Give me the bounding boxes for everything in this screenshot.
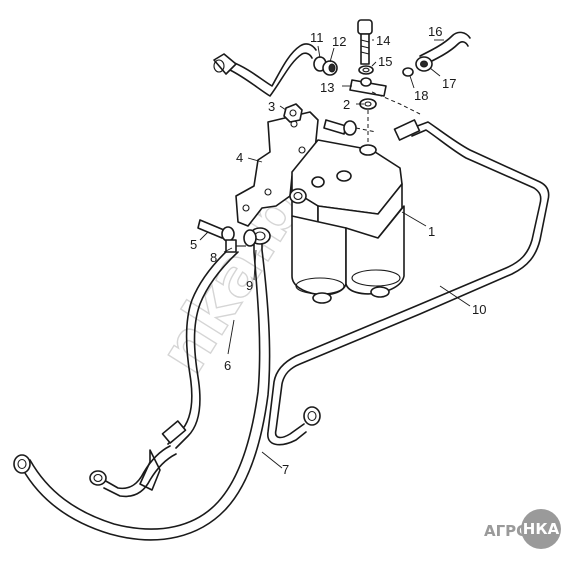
part-15-washer [358,65,374,75]
callout-9: 9 [246,278,253,293]
callout-5: 5 [190,237,197,252]
part-9-banjo-fitting [243,227,271,247]
callout-4: 4 [236,150,243,165]
part-16-hose [419,31,471,65]
logo-badge-text: НКА [523,520,560,538]
callout-3: 3 [268,99,275,114]
part-10-fuel-pipe [267,119,550,446]
callout-7: 7 [282,462,289,477]
callout-1: 1 [428,224,435,239]
callout-labels: 1 2 3 4 5 6 7 8 9 10 11 12 13 14 15 16 1… [190,24,486,477]
return-hose [213,43,317,97]
part-14-bolt [357,19,373,65]
part-17-nut [415,56,433,72]
part-18-washer [402,67,414,77]
callout-15: 15 [378,54,392,69]
callout-16: 16 [428,24,442,39]
callout-2: 2 [343,97,350,112]
callout-8: 8 [210,250,217,265]
assembly-line [371,91,421,115]
part-12-elbow-fitting [322,60,338,76]
part-5-bolt [197,219,235,242]
leader-lines [199,39,471,469]
callout-17: 17 [442,76,456,91]
part-7-fuel-hose [13,237,271,541]
bracket-bolt [323,119,377,136]
callout-11: 11 [310,30,324,45]
part-1-fuel-filter [289,139,405,304]
callout-18: 18 [414,88,428,103]
callout-6: 6 [224,358,231,373]
part-8-banjo-bolt [225,239,246,253]
agronka-logo: АГРО НКА [484,509,561,549]
callout-14: 14 [376,33,390,48]
part-3-nut [283,103,303,123]
part-13-tee-fitting [349,77,387,97]
part-6-fuel-hose [89,247,239,498]
logo-left-text: АГРО [484,522,529,540]
logo-badge [521,509,561,549]
callout-13: 13 [320,80,334,95]
callout-10: 10 [472,302,486,317]
callout-12: 12 [332,34,346,49]
